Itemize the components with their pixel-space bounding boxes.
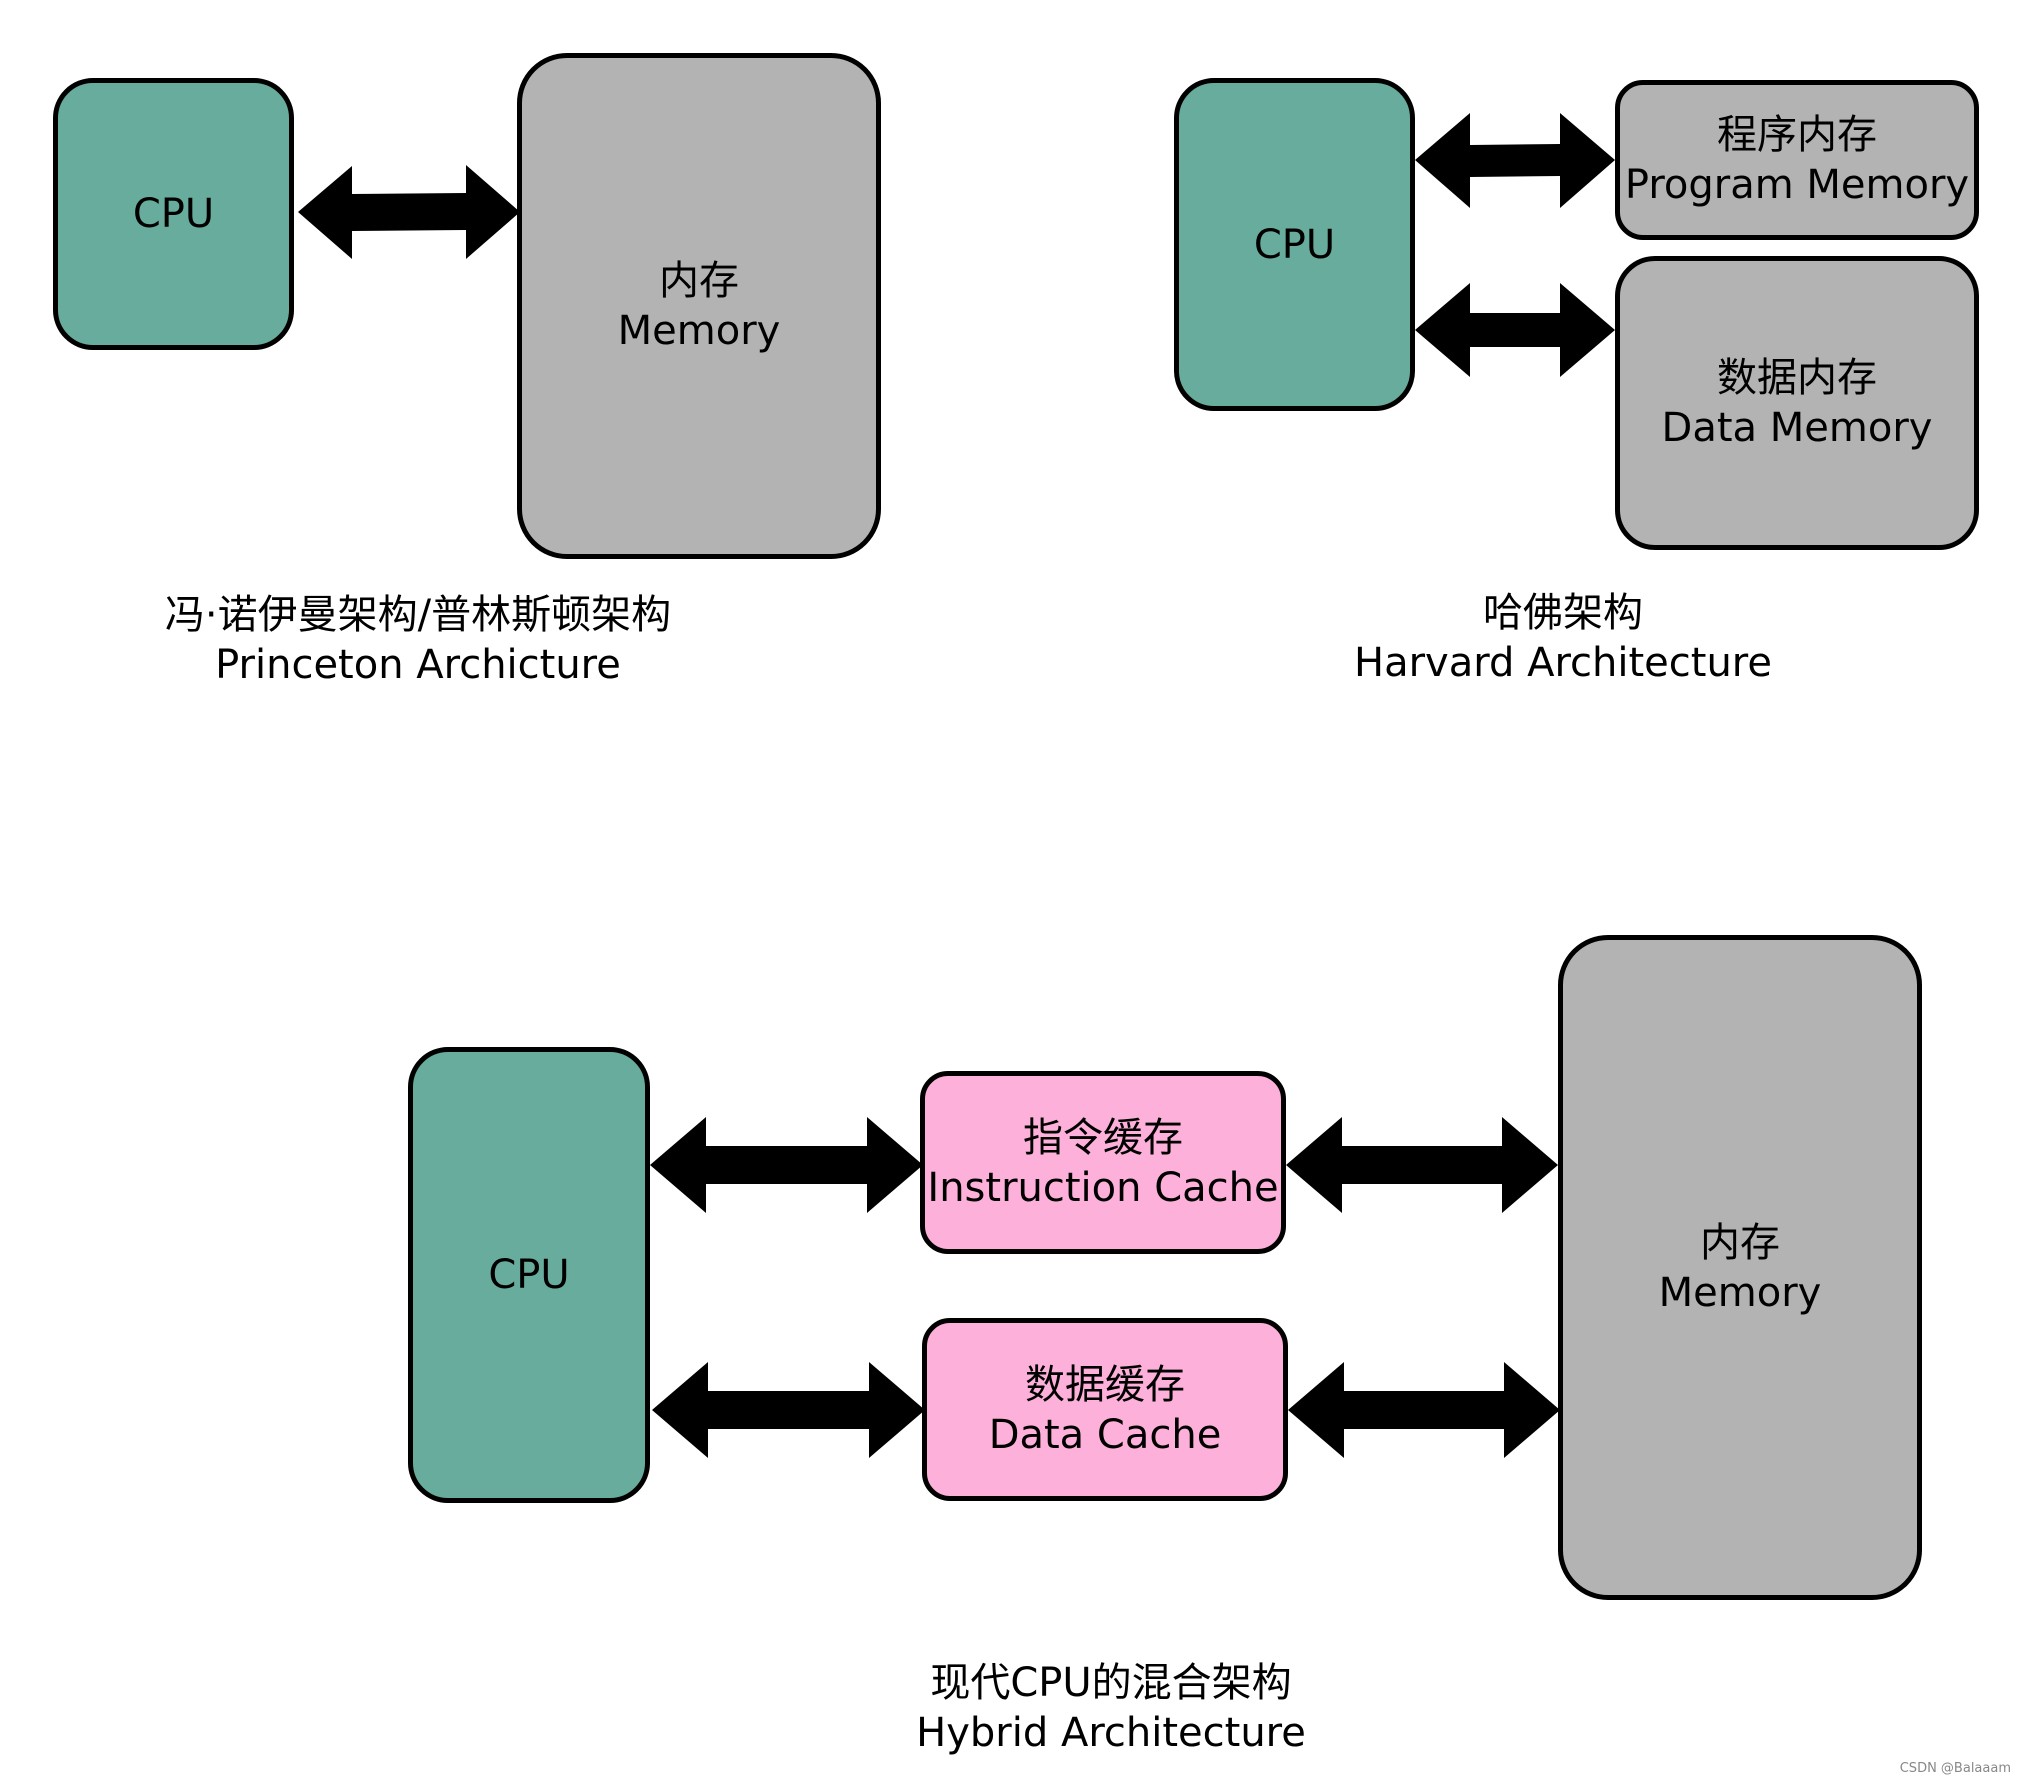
princeton-caption-en: Princeton Archicture — [215, 642, 621, 688]
harvard-cpu-program-memory-arrow — [1415, 113, 1615, 208]
hybrid-caption-en: Hybrid Architecture — [916, 1710, 1306, 1756]
harvard-data-memory-label-en: Data Memory — [1661, 405, 1933, 451]
princeton-caption: 冯·诺伊曼架构/普林斯顿架构 Princeton Archicture — [165, 590, 671, 690]
princeton-cpu-label: CPU — [132, 191, 215, 237]
hybrid-caption: 现代CPU的混合架构 Hybrid Architecture — [916, 1658, 1306, 1758]
harvard-cpu-box: CPU — [1174, 78, 1415, 411]
harvard-program-memory-label-zh: 程序内存 — [1717, 112, 1877, 158]
princeton-cpu-memory-arrow — [298, 165, 520, 259]
harvard-data-memory-label-zh: 数据内存 — [1717, 355, 1877, 401]
hybrid-instruction-cache-memory-arrow — [1286, 1117, 1558, 1213]
hybrid-instruction-cache-label-zh: 指令缓存 — [1023, 1114, 1183, 1161]
hybrid-caption-zh: 现代CPU的混合架构 — [930, 1660, 1292, 1706]
princeton-memory-box: 内存 Memory — [517, 53, 881, 559]
hybrid-memory-label-en: Memory — [1658, 1269, 1822, 1316]
watermark-credit: CSDN @Balaaam — [1899, 1761, 2011, 1776]
harvard-caption: 哈佛架构 Harvard Architecture — [1354, 588, 1772, 688]
hybrid-instruction-cache-box: 指令缓存 Instruction Cache — [920, 1071, 1286, 1254]
hybrid-instruction-cache-label-en: Instruction Cache — [927, 1164, 1279, 1211]
hybrid-data-cache-memory-arrow — [1288, 1362, 1560, 1458]
hybrid-cpu-box: CPU — [408, 1047, 650, 1503]
princeton-memory-label-zh: 内存 — [659, 258, 739, 304]
harvard-caption-zh: 哈佛架构 — [1482, 590, 1643, 636]
harvard-program-memory-label-en: Program Memory — [1624, 162, 1970, 208]
princeton-cpu-box: CPU — [53, 78, 294, 350]
harvard-program-memory-box: 程序内存 Program Memory — [1615, 80, 1979, 240]
hybrid-memory-label-zh: 内存 — [1700, 1219, 1780, 1266]
hybrid-cpu-label: CPU — [488, 1252, 570, 1298]
hybrid-data-cache-box: 数据缓存 Data Cache — [922, 1318, 1288, 1501]
hybrid-cpu-instruction-cache-arrow — [650, 1117, 923, 1213]
harvard-data-memory-box: 数据内存 Data Memory — [1615, 256, 1979, 550]
hybrid-cpu-data-cache-arrow — [652, 1362, 925, 1458]
princeton-caption-zh: 冯·诺伊曼架构/普林斯顿架构 — [164, 592, 672, 638]
hybrid-data-cache-label-zh: 数据缓存 — [1025, 1361, 1185, 1408]
harvard-cpu-label: CPU — [1253, 221, 1336, 268]
hybrid-memory-box: 内存 Memory — [1558, 935, 1922, 1600]
princeton-memory-label-en: Memory — [617, 308, 781, 354]
hybrid-data-cache-label-en: Data Cache — [988, 1411, 1222, 1458]
harvard-cpu-data-memory-arrow — [1415, 283, 1615, 377]
harvard-caption-en: Harvard Architecture — [1354, 640, 1772, 686]
